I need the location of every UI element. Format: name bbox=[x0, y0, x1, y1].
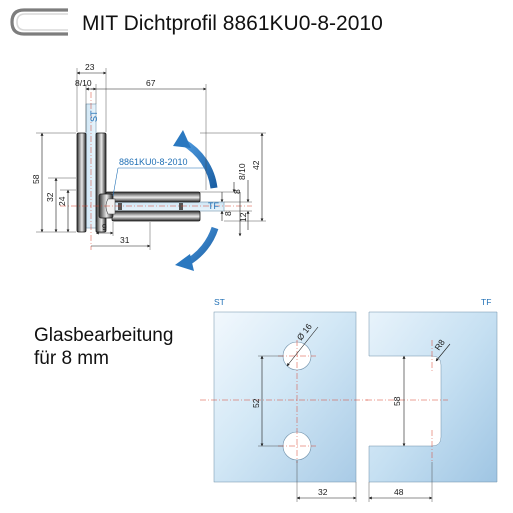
dim-42: 42 bbox=[251, 160, 261, 170]
page-title: MIT Dichtprofil 8861KU0-8-2010 bbox=[82, 12, 383, 35]
rotate-arrow-upper-head bbox=[173, 130, 191, 148]
rotate-arrow-lower-head bbox=[175, 254, 194, 271]
screw bbox=[179, 203, 183, 210]
section-heading-line2: für 8 mm bbox=[34, 348, 109, 369]
rotate-arrow-lower bbox=[186, 226, 219, 265]
dim-8-lower: 8 bbox=[223, 211, 233, 216]
tf-glass-pane bbox=[368, 311, 498, 483]
section-heading-line1: Glasbearbeitung bbox=[34, 325, 173, 346]
screw bbox=[118, 203, 122, 210]
dim-32: 32 bbox=[45, 192, 55, 202]
st-hole-spacing: 52 bbox=[251, 398, 261, 408]
dim-23: 23 bbox=[85, 62, 95, 72]
tf-glass-panel: TF R8 58 48 bbox=[366, 297, 498, 502]
clamp-plate-top bbox=[105, 191, 201, 203]
dim-12: 12 bbox=[238, 212, 248, 222]
dim-24: 24 bbox=[57, 196, 67, 206]
tf-label: TF bbox=[208, 201, 219, 211]
clamp-plate-left bbox=[76, 132, 87, 233]
profile-label: 8861KU0-8-2010 bbox=[119, 157, 188, 167]
dim-810-right: 8/10 bbox=[237, 163, 247, 180]
dim-9: 9 bbox=[102, 222, 107, 232]
seal-profile bbox=[105, 198, 116, 215]
st-glass-panel: ST Ø 16 52 32 bbox=[200, 297, 368, 502]
tf-panel-label: TF bbox=[481, 297, 491, 307]
clamp-top-view: ST TF 8861KU0-8-2010 23 8/10 67 58 bbox=[31, 62, 266, 271]
st-panel-label: ST bbox=[214, 297, 225, 307]
dim-58: 58 bbox=[31, 174, 41, 184]
tf-cut-depth: 48 bbox=[394, 487, 404, 497]
st-glass-pane bbox=[213, 311, 357, 483]
rotate-arrow-upper bbox=[181, 138, 218, 189]
dim-67: 67 bbox=[146, 78, 156, 88]
st-label: ST bbox=[89, 110, 99, 122]
dim-31: 31 bbox=[120, 235, 130, 245]
clamp-plate-bottom bbox=[111, 210, 201, 222]
dim-810-top: 8/10 bbox=[75, 78, 92, 88]
dim-8-upper: 8 bbox=[232, 189, 242, 194]
seal-profile-icon bbox=[10, 8, 68, 36]
tf-cut-height: 58 bbox=[392, 396, 402, 406]
st-edge-distance: 32 bbox=[318, 487, 328, 497]
